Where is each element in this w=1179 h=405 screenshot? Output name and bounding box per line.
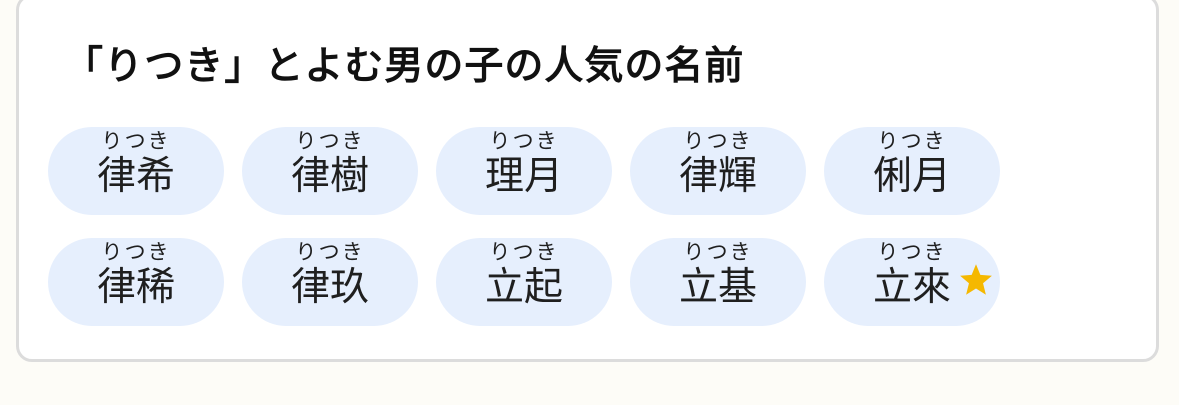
- card-title: 「りつき」とよむ男の子の人気の名前: [64, 44, 745, 89]
- name-kanji: 律輝: [678, 154, 757, 199]
- name-reading: りつき: [683, 129, 753, 153]
- name-kanji: 立來: [872, 265, 951, 310]
- name-reading: りつき: [101, 240, 171, 264]
- name-kanji: 理月: [484, 154, 563, 199]
- name-kanji: 俐月: [872, 154, 951, 199]
- name-reading: りつき: [101, 129, 171, 153]
- name-chip[interactable]: りつき 律希: [48, 127, 224, 215]
- name-chip[interactable]: りつき 律樹: [242, 127, 418, 215]
- name-kanji: 律希: [96, 154, 175, 199]
- name-chip-starred[interactable]: りつき 立來: [824, 238, 1000, 326]
- name-reading: りつき: [683, 240, 753, 264]
- name-kanji: 律稀: [96, 265, 175, 310]
- name-chip[interactable]: りつき 律輝: [630, 127, 806, 215]
- name-kanji: 律玖: [290, 265, 369, 310]
- names-card: 「りつき」とよむ男の子の人気の名前 りつき 律希 りつき 律樹 りつき 理月 り…: [16, 0, 1159, 362]
- name-reading: りつき: [489, 240, 559, 264]
- name-grid: りつき 律希 りつき 律樹 りつき 理月 りつき 律輝 りつき 俐月 りつき 律…: [48, 127, 1000, 326]
- name-chip[interactable]: りつき 立基: [630, 238, 806, 326]
- star-icon: [960, 264, 992, 295]
- name-reading: りつき: [877, 240, 947, 264]
- name-kanji: 立基: [678, 265, 757, 310]
- name-reading: りつき: [877, 129, 947, 153]
- name-kanji: 律樹: [290, 154, 369, 199]
- name-chip[interactable]: りつき 理月: [436, 127, 612, 215]
- name-chip[interactable]: りつき 律稀: [48, 238, 224, 326]
- name-chip[interactable]: りつき 律玖: [242, 238, 418, 326]
- name-chip[interactable]: りつき 俐月: [824, 127, 1000, 215]
- name-reading: りつき: [489, 129, 559, 153]
- name-kanji: 立起: [484, 265, 563, 310]
- name-reading: りつき: [295, 240, 365, 264]
- name-chip[interactable]: りつき 立起: [436, 238, 612, 326]
- name-reading: りつき: [295, 129, 365, 153]
